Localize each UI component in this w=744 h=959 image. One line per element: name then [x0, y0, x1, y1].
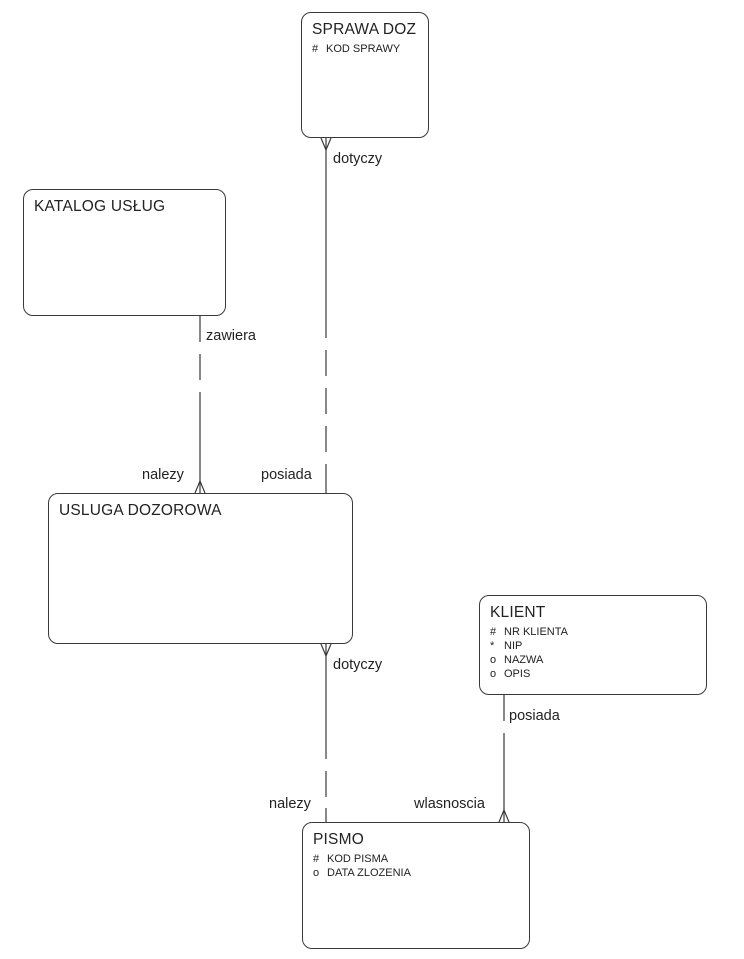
- crowfoot-usluga-pismo: [320, 643, 332, 658]
- relationship-klient-pismo: [498, 695, 510, 823]
- attribute-name: NIP: [504, 640, 523, 652]
- attribute: # NR KLIENTA: [490, 625, 706, 639]
- crowfoot-pismo-klient: [498, 808, 510, 823]
- relationship-katalog-usluga: [194, 316, 206, 494]
- attribute-symbol: o: [490, 668, 497, 680]
- attribute-symbol: o: [490, 654, 497, 666]
- attribute-symbol: #: [490, 626, 497, 638]
- relationship-label-zawiera: zawiera: [206, 328, 256, 344]
- relationship-label-dotyczy-sprawa: dotyczy: [333, 151, 383, 167]
- attribute: o OPIS: [490, 667, 706, 681]
- attribute-name: NR KLIENTA: [504, 626, 568, 638]
- attribute-list: # NR KLIENTA * NIP o NAZWA o OPIS: [490, 625, 706, 681]
- crowfoot-sprawa: [320, 137, 332, 152]
- entity-sprawa-doz[interactable]: SPRAWA DOZ # KOD SPRAWY: [301, 12, 429, 138]
- entity-title: KATALOG USŁUG: [34, 198, 166, 215]
- attribute-name: KOD PISMA: [327, 853, 389, 865]
- attribute-name: KOD SPRAWY: [326, 43, 401, 55]
- relationship-sprawa-usluga: [320, 137, 332, 493]
- attribute-list: # KOD PISMA o DATA ZLOZENIA: [313, 852, 529, 880]
- attribute-symbol: #: [312, 43, 319, 55]
- entity-pismo[interactable]: PISMO # KOD PISMA o DATA ZLOZENIA: [302, 822, 530, 949]
- relationship-label-posiada-klient: posiada: [509, 708, 560, 724]
- attribute: o DATA ZLOZENIA: [313, 866, 529, 880]
- entity-title: KLIENT: [490, 604, 546, 621]
- attribute-list: # KOD SPRAWY: [312, 42, 428, 56]
- relationship-label-wlasnoscia: wlasnoscia: [414, 796, 485, 812]
- crowfoot-usluga-katalog: [194, 479, 206, 494]
- relationship-label-posiada-usluga: posiada: [261, 467, 312, 483]
- entity-title: USLUGA DOZOROWA: [59, 502, 222, 519]
- attribute-name: OPIS: [504, 668, 531, 680]
- entity-title: PISMO: [313, 831, 364, 848]
- relationship-label-nalezy-usluga: nalezy: [142, 467, 184, 483]
- attribute: # KOD SPRAWY: [312, 42, 428, 56]
- attribute-symbol: o: [313, 867, 320, 879]
- attribute-name: NAZWA: [504, 654, 544, 666]
- entity-usluga-dozorowa[interactable]: USLUGA DOZOROWA: [48, 493, 353, 644]
- entity-klient[interactable]: KLIENT # NR KLIENTA * NIP o NAZWA o OPIS: [479, 595, 707, 695]
- relationship-label-dotyczy-usluga: dotyczy: [333, 657, 383, 673]
- attribute: * NIP: [490, 639, 706, 653]
- attribute-symbol: *: [490, 640, 495, 652]
- relationship-label-nalezy-pismo: nalezy: [269, 796, 311, 812]
- attribute: # KOD PISMA: [313, 852, 529, 866]
- entity-title: SPRAWA DOZ: [312, 21, 417, 38]
- entity-katalog-uslug[interactable]: KATALOG USŁUG: [23, 189, 226, 316]
- attribute-symbol: #: [313, 853, 320, 865]
- attribute-name: DATA ZLOZENIA: [327, 867, 411, 879]
- relationship-usluga-pismo: [320, 643, 332, 822]
- attribute: o NAZWA: [490, 653, 706, 667]
